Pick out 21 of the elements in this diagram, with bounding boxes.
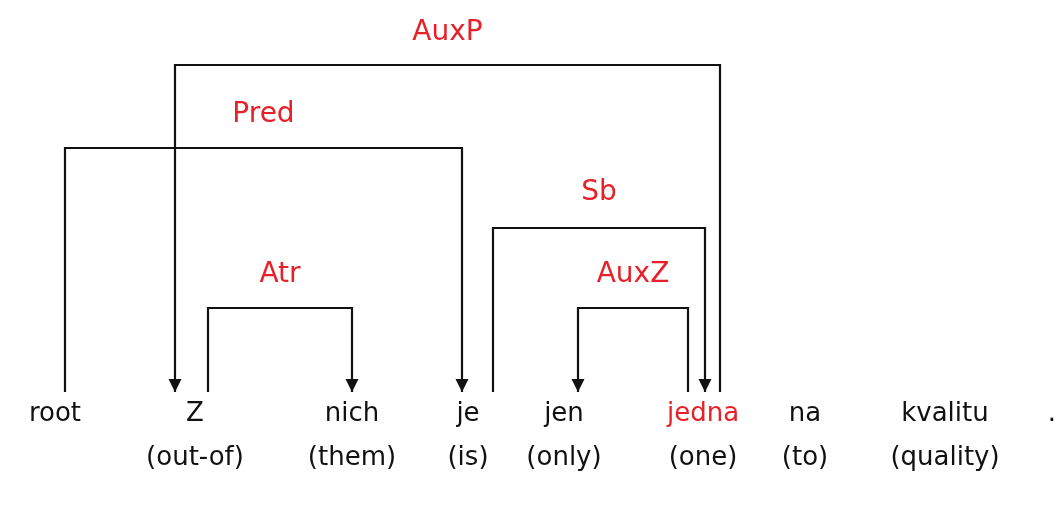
gloss: (one) bbox=[668, 440, 738, 473]
dependency-arrow bbox=[63, 146, 469, 392]
gloss: (quality) bbox=[890, 440, 1000, 473]
gloss: (out-of) bbox=[146, 440, 244, 473]
word: jen bbox=[544, 396, 584, 429]
dependency-arrow bbox=[168, 63, 722, 392]
gloss: (only) bbox=[526, 440, 602, 473]
word: kvalitu bbox=[901, 396, 989, 429]
dependency-arrow bbox=[206, 306, 359, 392]
gloss: (is) bbox=[447, 440, 489, 473]
word: jedna bbox=[666, 396, 740, 429]
dependency-arrow bbox=[491, 226, 712, 392]
word: root bbox=[28, 396, 82, 429]
word: je bbox=[456, 396, 480, 429]
word: . bbox=[1047, 396, 1057, 429]
gloss: (to) bbox=[781, 440, 829, 473]
word: na bbox=[788, 396, 822, 429]
word: Z bbox=[186, 396, 204, 429]
dependency-arrow bbox=[571, 306, 690, 392]
gloss: (them) bbox=[307, 440, 397, 473]
word: nich bbox=[324, 396, 380, 429]
